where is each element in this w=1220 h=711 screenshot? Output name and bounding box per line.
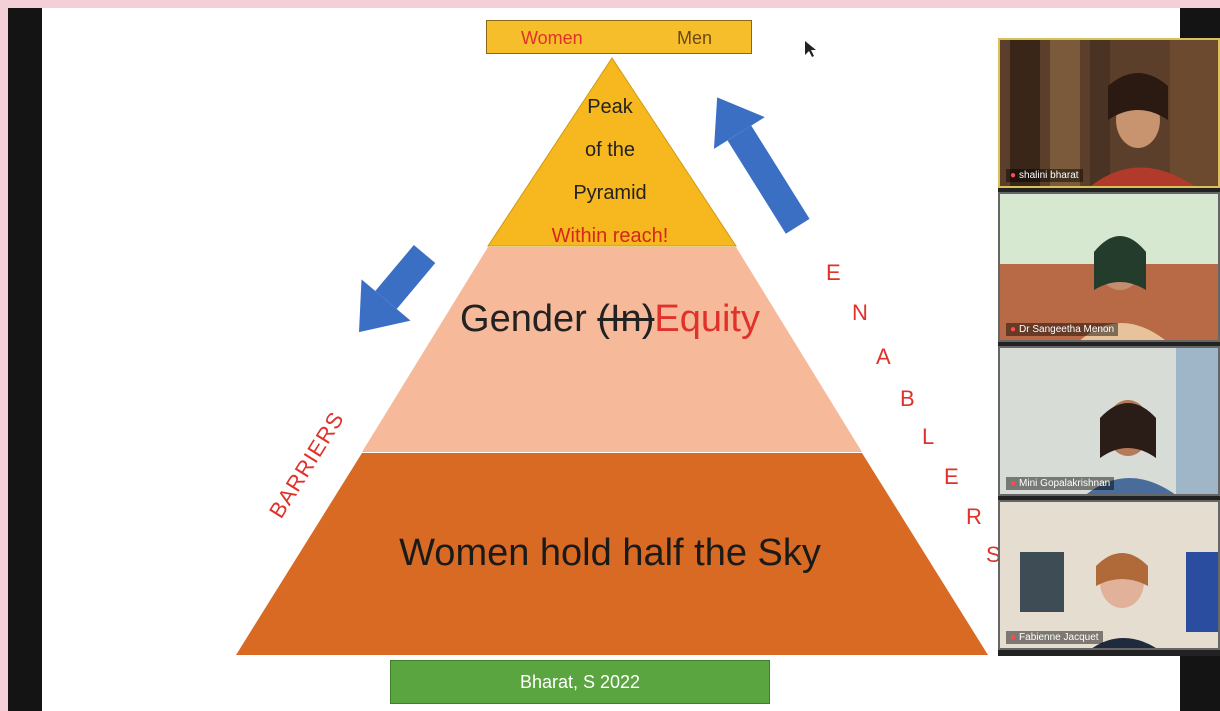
equity-prefix: Gender [460,298,598,340]
participant-tile[interactable]: ●shalini bharat [998,38,1220,188]
enablers-arrow [713,97,810,234]
pyramid-peak [487,57,737,247]
participant-name: ●shalini bharat [1006,169,1083,182]
equity-suffix: Equity [654,298,760,340]
men-label: Men [677,28,713,48]
equity-struck: (In) [597,298,655,340]
women-label: Women [521,28,583,48]
participant-name: ●Mini Gopalakrishnan [1006,477,1115,490]
mic-muted-icon: ● [1010,170,1017,181]
enablers-letter: L [922,424,935,449]
barriers-arrow [359,245,436,333]
citation-footer: Bharat, S 2022 [390,660,770,704]
participant-video [1000,502,1218,648]
women-men-legend: Women Men [486,20,752,54]
mic-muted-icon: ● [1010,324,1017,335]
enablers-letter: E [944,464,959,489]
participant-tile[interactable]: ●Mini Gopalakrishnan [998,346,1220,496]
participant-video [1000,194,1218,340]
peak-line-2: of the [584,139,636,161]
enablers-letter: B [900,386,915,411]
peak-text: Peak of the Pyramid Within reach! [530,86,690,258]
mic-muted-icon: ● [1010,632,1017,643]
participant-panel: ●shalini bharat ●Dr Sangeetha Menon ●Min… [998,38,1220,656]
mouse-pointer-icon [804,40,816,63]
enablers-letter: R [966,504,982,529]
enablers-letter: E [826,260,841,285]
participant-video [1000,348,1218,494]
gender-equity-text: Gender (In)Equity [360,298,860,341]
participant-name: ●Fabienne Jacquet [1006,631,1103,644]
participant-tile[interactable]: ●Fabienne Jacquet [998,500,1220,650]
left-letterbox [8,8,42,711]
enablers-letter: S [986,542,1001,567]
pyramid-middle [362,247,862,452]
mic-muted-icon: ● [1010,478,1017,489]
peak-line-4: Within reach! [551,225,669,247]
peak-line-3: Pyramid [573,182,647,204]
participant-video [1000,40,1218,186]
participant-name: ●Dr Sangeetha Menon [1006,323,1119,336]
base-text: Women hold half the Sky [399,532,821,574]
participant-tile[interactable]: ●Dr Sangeetha Menon [998,192,1220,342]
enablers-letter: A [876,344,891,369]
enablers-letter: N [852,300,868,325]
pyramid-base [236,453,988,655]
peak-line-1: Peak [587,96,633,118]
